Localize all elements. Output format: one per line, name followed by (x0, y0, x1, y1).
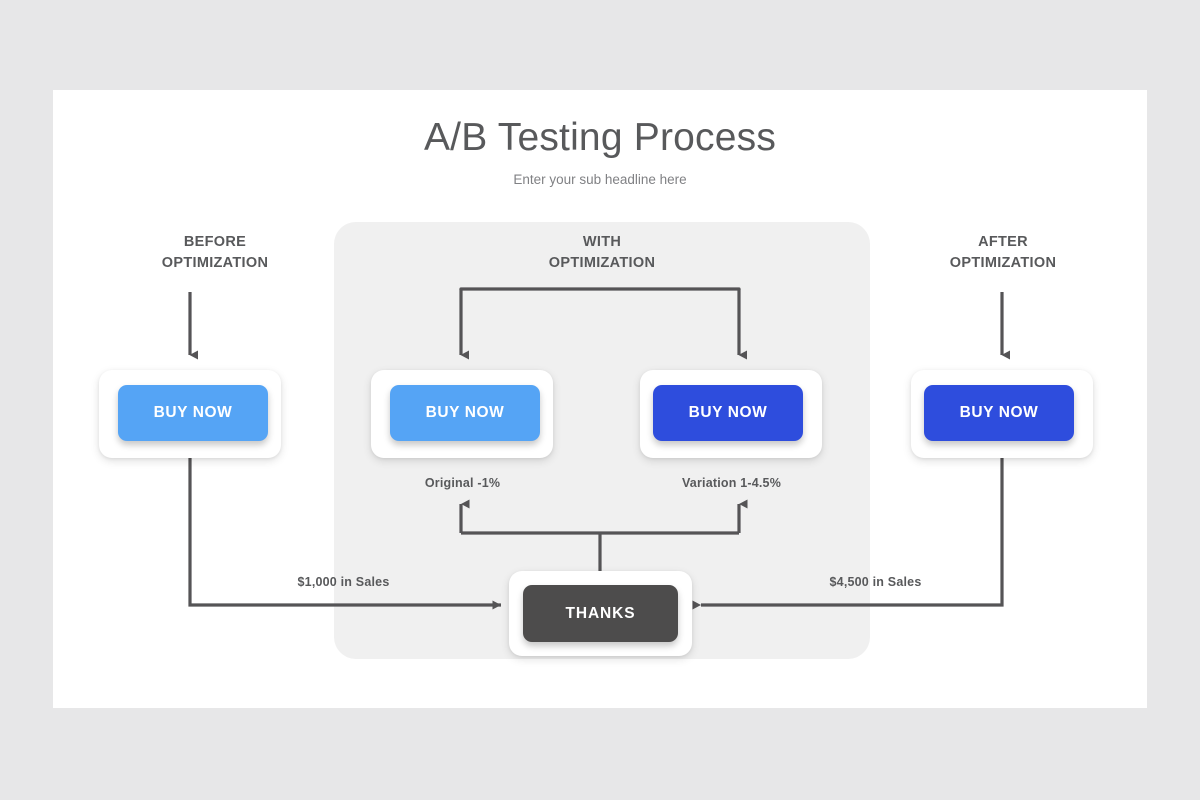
column-heading-after: AFTER OPTIMIZATION (898, 232, 1108, 274)
column-heading-after-line2: OPTIMIZATION (949, 255, 1057, 271)
column-heading-before: BEFORE OPTIMIZATION (110, 232, 320, 274)
thanks-card[interactable]: THANKS (509, 571, 692, 656)
before-buy-now-card[interactable]: BUY NOW (99, 370, 281, 458)
page-title: A/B Testing Process (423, 116, 777, 159)
thanks-button[interactable]: THANKS (523, 585, 678, 642)
original-buy-now-card[interactable]: BUY NOW (371, 370, 553, 458)
column-heading-with-line2: OPTIMIZATION (548, 255, 656, 271)
original-caption: Original -1% (424, 476, 501, 490)
column-heading-with: WITH OPTIMIZATION (497, 232, 707, 274)
slide-canvas: A/B Testing Process Enter your sub headl… (53, 90, 1147, 708)
before-buy-now-button[interactable]: BUY NOW (118, 385, 268, 441)
before-sales-label: $1,000 in Sales (297, 575, 390, 589)
variation-buy-now-card[interactable]: BUY NOW (640, 370, 822, 458)
page-subtitle: Enter your sub headline here (513, 172, 687, 187)
column-heading-before-line2: OPTIMIZATION (161, 255, 269, 271)
after-buy-now-card[interactable]: BUY NOW (911, 370, 1093, 458)
variation-buy-now-button[interactable]: BUY NOW (653, 385, 803, 441)
column-heading-before-line1: BEFORE (183, 234, 247, 250)
original-buy-now-button[interactable]: BUY NOW (390, 385, 540, 441)
after-sales-label: $4,500 in Sales (829, 575, 922, 589)
column-heading-after-line1: AFTER (978, 234, 1028, 250)
slide-content: A/B Testing Process Enter your sub headl… (53, 90, 1147, 708)
variation-caption: Variation 1-4.5% (681, 476, 782, 490)
after-buy-now-button[interactable]: BUY NOW (924, 385, 1074, 441)
column-heading-with-line1: WITH (582, 234, 622, 250)
